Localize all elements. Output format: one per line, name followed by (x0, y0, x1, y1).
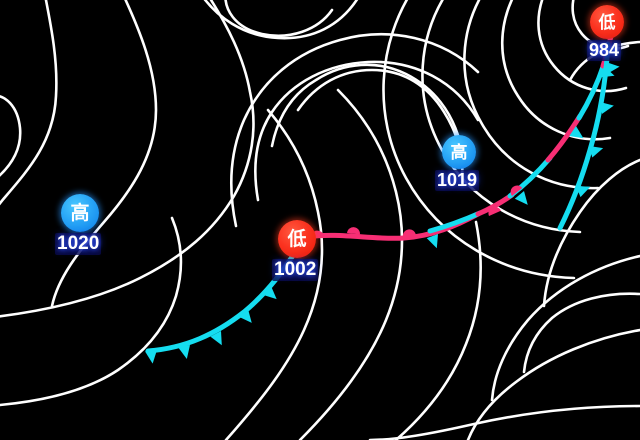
isobar (542, 158, 640, 308)
isobar (490, 254, 640, 402)
isobar (0, 216, 183, 407)
pressure-value-label: 1020 (55, 233, 102, 255)
isobar (522, 292, 640, 374)
isobar (270, 63, 462, 148)
isobar (463, 0, 600, 190)
isobar (0, 0, 58, 206)
isobar (466, 328, 640, 440)
pressure-value-label: 1019 (435, 170, 480, 191)
isobar (0, 95, 22, 177)
high-pressure-icon: 高 (442, 135, 476, 169)
pressure-value-label: 1002 (272, 259, 319, 281)
isobar (230, 33, 480, 228)
low-pressure-icon: 低 (590, 5, 624, 39)
pressure-value-label: 984 (587, 40, 622, 61)
cold-front-south-of-984 (557, 41, 621, 231)
isobar (224, 0, 334, 38)
isobar (501, 0, 612, 141)
isobar (368, 404, 640, 440)
low-pressure-icon: 低 (278, 220, 316, 258)
isobar (296, 68, 464, 184)
isobar (0, 0, 255, 318)
isobar (298, 88, 404, 440)
isobar (394, 220, 482, 440)
isobar (224, 108, 324, 440)
isobar (50, 0, 158, 308)
isobar (382, 0, 576, 280)
isobar (254, 60, 480, 202)
isobar (203, 0, 359, 40)
high-pressure-icon: 高 (61, 194, 99, 232)
